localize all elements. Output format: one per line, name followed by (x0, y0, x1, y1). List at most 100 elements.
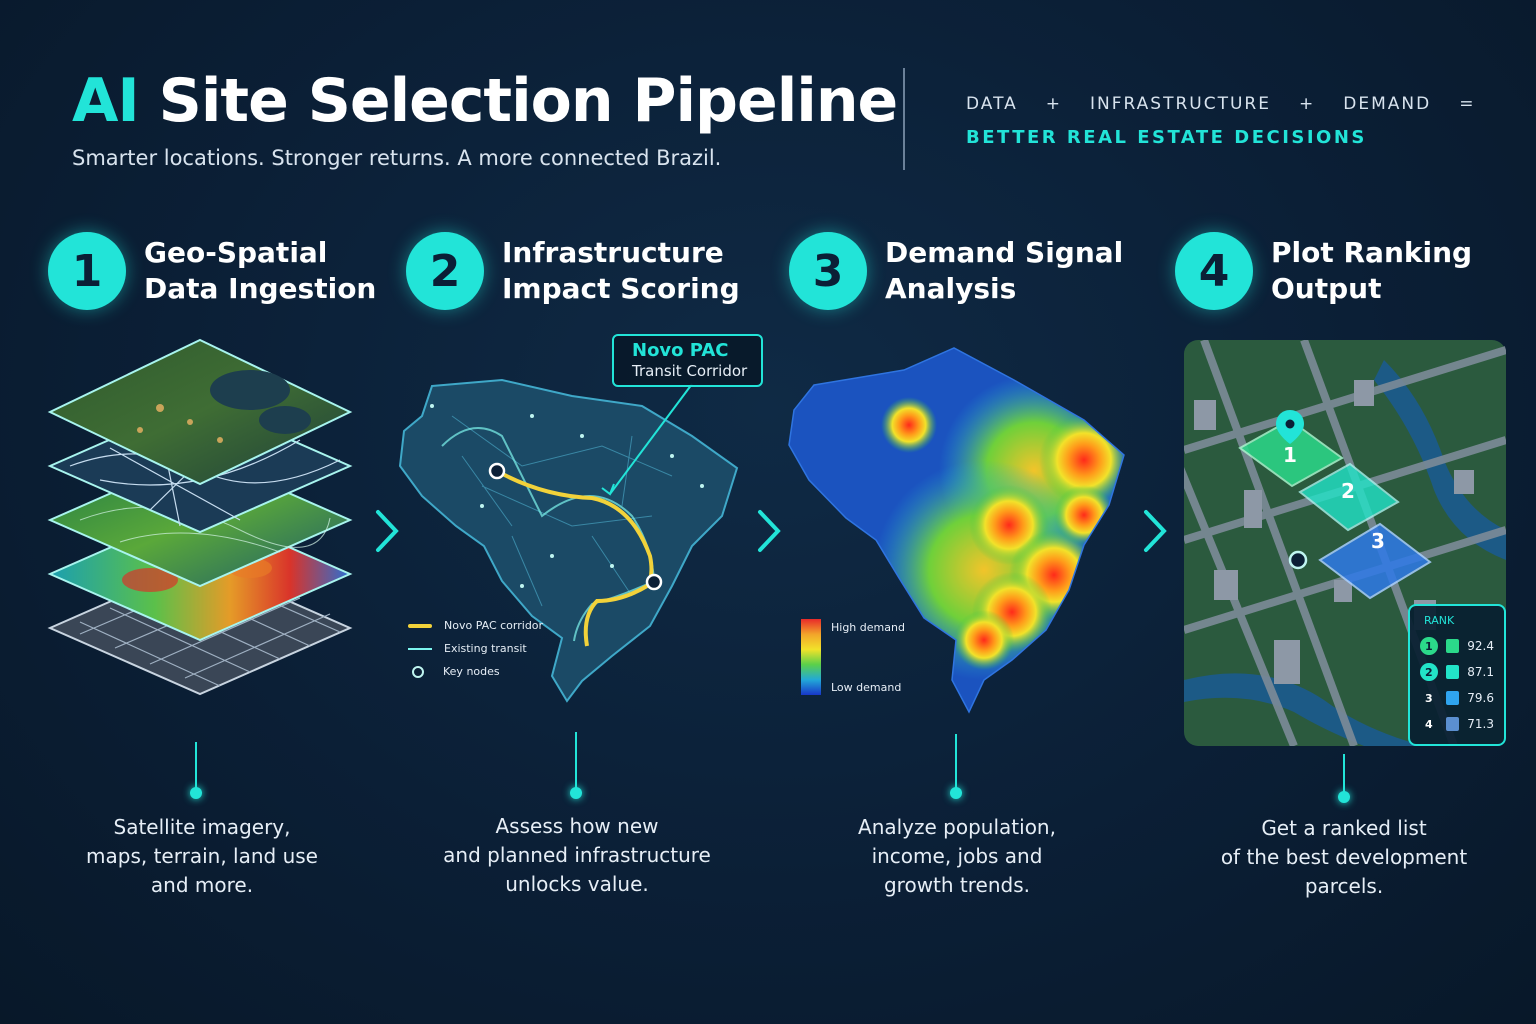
tagline: BETTER REAL ESTATE DECISIONS (966, 127, 1367, 148)
desc-line: maps, terrain, land use (86, 844, 318, 868)
formula-demand: DEMAND (1343, 94, 1432, 114)
rank-swatch (1445, 717, 1460, 731)
connector-dot (570, 787, 582, 799)
demand-heatmap (788, 347, 1125, 714)
step-title: Geo-Spatial Data Ingestion (144, 235, 376, 307)
formula: DATA+INFRASTRUCTURE+DEMAND= (966, 94, 1503, 114)
connector-dot (1338, 791, 1350, 803)
corridor-line (496, 469, 654, 647)
step-title-line: Infrastructure (502, 236, 724, 269)
desc-line: Analyze population, (858, 815, 1056, 839)
step-title: Infrastructure Impact Scoring (502, 235, 740, 307)
callout-pointer (609, 383, 693, 495)
rank-score: 92.4 (1467, 639, 1494, 653)
step-title: Plot Ranking Output (1271, 235, 1472, 307)
step-title-line: Geo-Spatial (144, 236, 328, 269)
chevron-right-icon (376, 510, 399, 552)
rank-swatch (1445, 691, 1460, 705)
desc-line: growth trends. (883, 873, 1031, 897)
chevron-right-icon (758, 510, 781, 552)
desc-line: and planned infrastructure (443, 843, 711, 867)
legend-label: Novo PAC corridor (444, 619, 544, 632)
demand-scale-bar (801, 619, 821, 695)
step-2-header: 2 Infrastructure Impact Scoring (406, 232, 740, 310)
step-title-line: Plot Ranking (1271, 236, 1473, 269)
layer-stack-illustration (47, 338, 353, 696)
node-swatch-icon (412, 665, 424, 678)
rank-row: 3 79.6 (1420, 685, 1494, 711)
legend-item: Existing transit (408, 642, 527, 655)
rank-row: 2 87.1 (1420, 659, 1494, 685)
page-subtitle: Smarter locations. Stronger returns. A m… (72, 146, 722, 170)
rank-badge: 4 (1424, 717, 1433, 731)
legend-label: Key nodes (443, 665, 500, 678)
desc-line: unlocks value. (505, 872, 649, 896)
rank-row: 1 92.4 (1420, 633, 1494, 659)
step-4-description: Get a ranked list of the best developmen… (1174, 814, 1514, 901)
rank-row: 4 71.3 (1420, 711, 1494, 737)
desc-line: of the best development (1220, 845, 1468, 869)
corridor-callout: Novo PAC Transit Corridor (612, 334, 763, 387)
step-1-header: 1 Geo-Spatial Data Ingestion (48, 232, 376, 310)
header-divider (903, 68, 905, 170)
step-title: Demand Signal Analysis (885, 235, 1123, 307)
rank-swatch (1445, 665, 1460, 679)
desc-line: Satellite imagery, (113, 815, 291, 839)
step-4-header: 4 Plot Ranking Output (1175, 232, 1472, 310)
corridor-swatch (408, 623, 432, 628)
desc-line: parcels. (1304, 874, 1384, 898)
step-number-badge: 3 (789, 232, 867, 310)
connector-line (575, 732, 577, 790)
step-number-badge: 1 (48, 232, 126, 310)
brazil-outline (398, 378, 739, 703)
step-3-description: Analyze population, income, jobs and gro… (787, 813, 1127, 900)
rank-score: 87.1 (1467, 665, 1494, 679)
rank-badge: 3 (1424, 691, 1433, 705)
rank-score: 79.6 (1467, 691, 1494, 705)
chevron-right-icon (1144, 510, 1167, 552)
step-2-description: Assess how new and planned infrastructur… (407, 812, 747, 899)
rank-badge: 1 (1420, 637, 1438, 655)
step-1-description: Satellite imagery, maps, terrain, land u… (32, 813, 372, 900)
satellite-layer (47, 338, 353, 486)
node-marker-icon (1288, 550, 1308, 570)
connector-line (955, 734, 957, 790)
legend-label: Existing transit (444, 642, 527, 655)
desc-line: Assess how new (495, 814, 659, 838)
title-accent: AI (72, 66, 140, 136)
desc-line: and more. (150, 873, 254, 897)
plot-3-label: 3 (1371, 529, 1385, 553)
formula-plus: + (1045, 94, 1063, 114)
rank-panel-title: RANK (1424, 614, 1455, 627)
rank-badge: 2 (1420, 663, 1438, 681)
step-title-line: Data Ingestion (144, 272, 377, 305)
key-node (645, 573, 663, 591)
step-title-line: Impact Scoring (502, 272, 740, 305)
legend-item: Key nodes (412, 665, 500, 678)
transit-swatch (408, 647, 432, 650)
legend-low: Low demand (831, 681, 902, 694)
legend-high: High demand (831, 621, 905, 634)
infrastructure-map (398, 378, 739, 703)
plot-3 (1318, 522, 1432, 600)
location-pin-icon (1276, 410, 1304, 444)
plot-2 (1298, 462, 1400, 532)
page-title: AI Site Selection Pipeline (72, 66, 899, 136)
legend-item: Novo PAC corridor (408, 619, 543, 632)
rank-swatch (1445, 639, 1460, 653)
rank-panel: RANK 1 92.4 2 87.1 3 79.6 4 71.3 (1408, 604, 1506, 746)
formula-infrastructure: INFRASTRUCTURE (1090, 94, 1271, 114)
step-3-header: 3 Demand Signal Analysis (789, 232, 1123, 310)
formula-data: DATA (966, 94, 1018, 114)
brazil-outline (788, 347, 1125, 714)
title-text: Site Selection Pipeline (158, 66, 899, 136)
step-title-line: Demand Signal (885, 236, 1124, 269)
step-number-badge: 2 (406, 232, 484, 310)
step-number-badge: 4 (1175, 232, 1253, 310)
formula-equals: = (1459, 94, 1476, 114)
desc-line: income, jobs and (871, 844, 1043, 868)
connector-dot (950, 787, 962, 799)
key-node (488, 462, 506, 480)
desc-line: Get a ranked list (1261, 816, 1427, 840)
connector-line (195, 742, 197, 790)
